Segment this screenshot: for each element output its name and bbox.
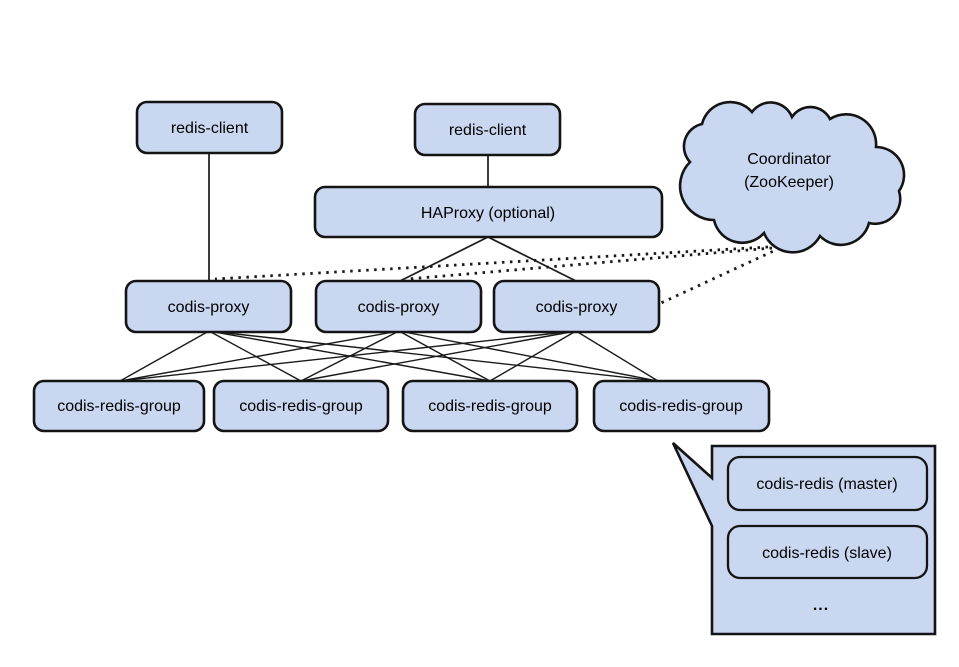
connector-line [208, 330, 302, 382]
node-codis-redis-slave: codis-redis (slave) [726, 524, 929, 580]
connector-line [119, 330, 577, 382]
node-codis-redis-group-2: codis-redis-group [212, 379, 390, 433]
codis-proxy-1-box [124, 279, 293, 334]
group-detail-callout: codis-redis (master) codis-redis (slave)… [671, 442, 937, 636]
dotted-connector-line [660, 246, 781, 305]
redis-client-1-label: redis-client [171, 120, 249, 137]
node-codis-redis-group-3: codis-redis-group [401, 379, 579, 433]
codis-redis-slave-label: codis-redis (slave) [762, 545, 892, 562]
connector-line [399, 236, 489, 282]
node-codis-redis-group-1: codis-redis-group [32, 379, 206, 433]
codis-redis-group-3-label: codis-redis-group [428, 398, 552, 415]
dotted-connector-line [407, 246, 773, 281]
coordinator-label-line1: Coordinator [747, 151, 831, 168]
haproxy-box [313, 185, 664, 239]
codis-redis-group-4-box [592, 379, 771, 433]
codis-redis-master-box [726, 455, 929, 512]
node-redis-client-2: redis-client [413, 102, 562, 157]
codis-redis-master-label: codis-redis (master) [756, 476, 897, 493]
client-proxy-connectors [208, 153, 577, 282]
redis-client-2-box [413, 102, 562, 157]
codis-redis-group-1-label: codis-redis-group [57, 398, 181, 415]
more-redis-ellipsis: ... [813, 597, 829, 614]
dotted-connector-line [214, 245, 769, 281]
node-codis-proxy-1: codis-proxy [124, 279, 293, 334]
redis-client-1-box [135, 100, 284, 155]
node-codis-proxy-2: codis-proxy [314, 279, 483, 334]
connector-line [208, 330, 659, 382]
connector-line [489, 330, 577, 382]
node-coordinator-cloud: Coordinator (ZooKeeper) [678, 100, 906, 254]
node-redis-client-1: redis-client [135, 100, 284, 155]
codis-redis-group-1-box [32, 379, 206, 433]
proxy-group-mesh-lines [119, 330, 659, 382]
codis-redis-group-3-box [401, 379, 579, 433]
node-haproxy: HAProxy (optional) [313, 185, 664, 239]
redis-client-2-label: redis-client [449, 122, 527, 139]
codis-redis-group-4-label: codis-redis-group [619, 398, 743, 415]
codis-redis-group-2-label: codis-redis-group [239, 398, 363, 415]
codis-redis-slave-box [726, 524, 929, 580]
codis-proxy-2-label: codis-proxy [358, 299, 440, 316]
node-codis-redis-group-4: codis-redis-group [592, 379, 771, 433]
codis-proxy-3-label: codis-proxy [536, 299, 618, 316]
haproxy-label: HAProxy (optional) [421, 205, 555, 222]
cloud-icon [678, 100, 906, 254]
connector-line [575, 330, 659, 382]
connector-line [300, 330, 577, 382]
connector-line [119, 330, 400, 382]
codis-proxy-3-box [492, 279, 661, 334]
codis-redis-group-2-box [212, 379, 390, 433]
connector-line [398, 330, 491, 382]
connector-line [487, 236, 577, 282]
coordinator-label-line2: (ZooKeeper) [744, 174, 834, 191]
codis-proxy-1-label: codis-proxy [168, 299, 250, 316]
coordinator-dotted-links [214, 245, 781, 305]
node-codis-proxy-3: codis-proxy [492, 279, 661, 334]
node-codis-redis-master: codis-redis (master) [726, 455, 929, 512]
codis-proxy-2-box [314, 279, 483, 334]
connector-line [119, 330, 210, 382]
connector-line [398, 330, 659, 382]
